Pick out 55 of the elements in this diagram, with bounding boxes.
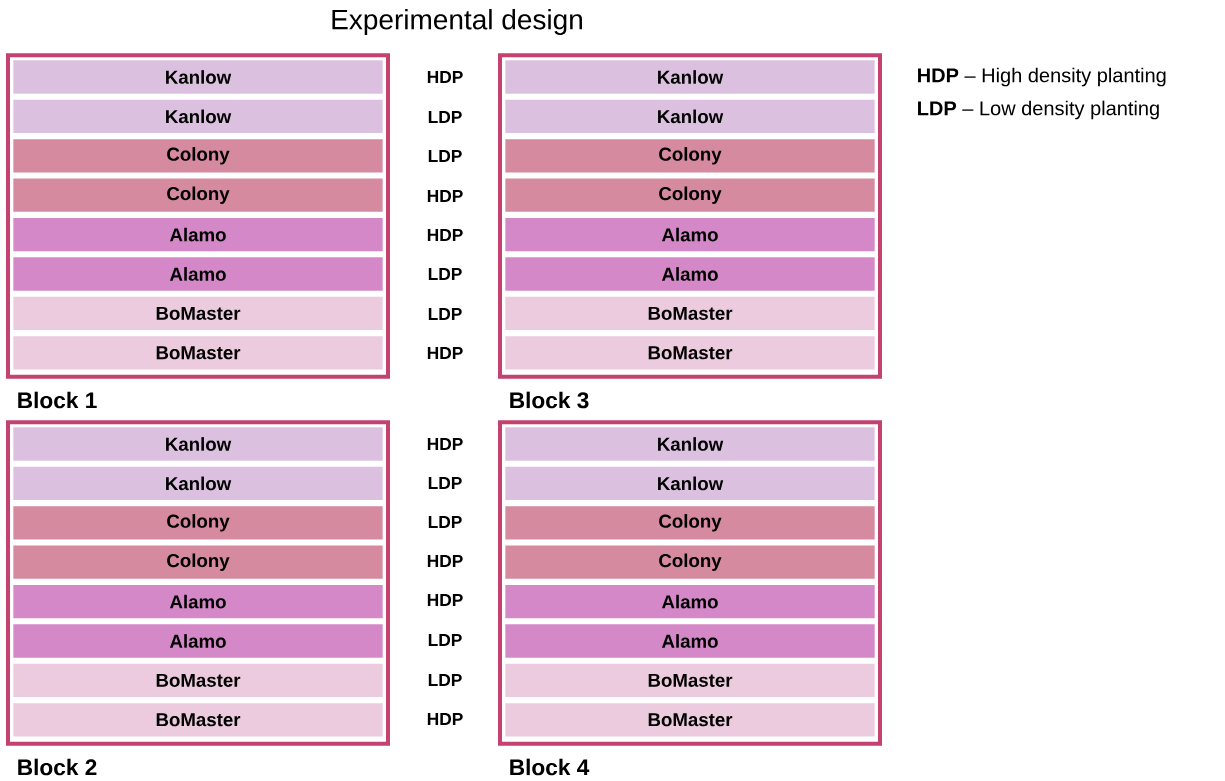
density-label: HDP [427,594,463,606]
plot-row: BoMaster [505,663,875,698]
plot-row: Colony [13,506,383,540]
plot-row: Kanlow [13,60,383,94]
plot-row: Colony [505,178,875,212]
plot-row: Kanlow [13,427,383,461]
plot-row: Colony [13,139,383,173]
plot-row: BoMaster [13,663,383,698]
plot-row: Colony [505,545,875,579]
plot-row: BoMaster [505,703,875,737]
plot-row: Alamo [505,257,875,291]
plot-row: Kanlow [13,99,383,134]
density-label: HDP [427,438,463,450]
block-label: Block 3 [510,391,589,409]
plot-row: Colony [13,545,383,579]
key-entry: HDP – High density planting [918,67,1166,87]
plot-row: Alamo [505,624,875,658]
density-label: HDP [427,713,463,725]
plot-row: Alamo [13,217,383,252]
density-label: HDP [427,190,463,202]
plot-row: Alamo [505,217,875,252]
plot-row: BoMaster [505,296,875,331]
density-label: LDP [428,111,462,123]
density-label: HDP [427,347,463,359]
plot-row: Kanlow [13,466,383,501]
plot-row: Kanlow [505,99,875,134]
plot-row: Kanlow [505,60,875,94]
density-label: LDP [428,268,462,280]
plot-row: Alamo [13,584,383,619]
density-label: LDP [428,674,462,686]
plot-row: Alamo [505,584,875,619]
plot-row: BoMaster [505,336,875,370]
plot-row: BoMaster [13,703,383,737]
plot-row: Colony [505,506,875,540]
block-label: Block 1 [18,391,97,409]
density-label: LDP [428,308,462,320]
plot-row: Alamo [13,257,383,291]
title: Experimental design [332,8,582,36]
plot-row: BoMaster [13,296,383,331]
plot-row: Alamo [13,624,383,658]
plot-row: Colony [13,178,383,212]
plot-row: BoMaster [13,336,383,370]
key-entry: LDP – Low density planting [918,100,1159,120]
plot-row: Colony [505,139,875,173]
block-label: Block 2 [18,758,97,776]
density-label: HDP [427,555,463,567]
plot-row: Kanlow [505,427,875,461]
density-label: LDP [428,634,462,646]
density-label: LDP [428,150,462,162]
density-label: HDP [427,229,463,241]
density-label: HDP [427,71,463,83]
density-label: LDP [428,516,462,528]
density-label: LDP [428,477,462,489]
plot-row: Kanlow [505,466,875,501]
block-label: Block 4 [510,758,590,776]
